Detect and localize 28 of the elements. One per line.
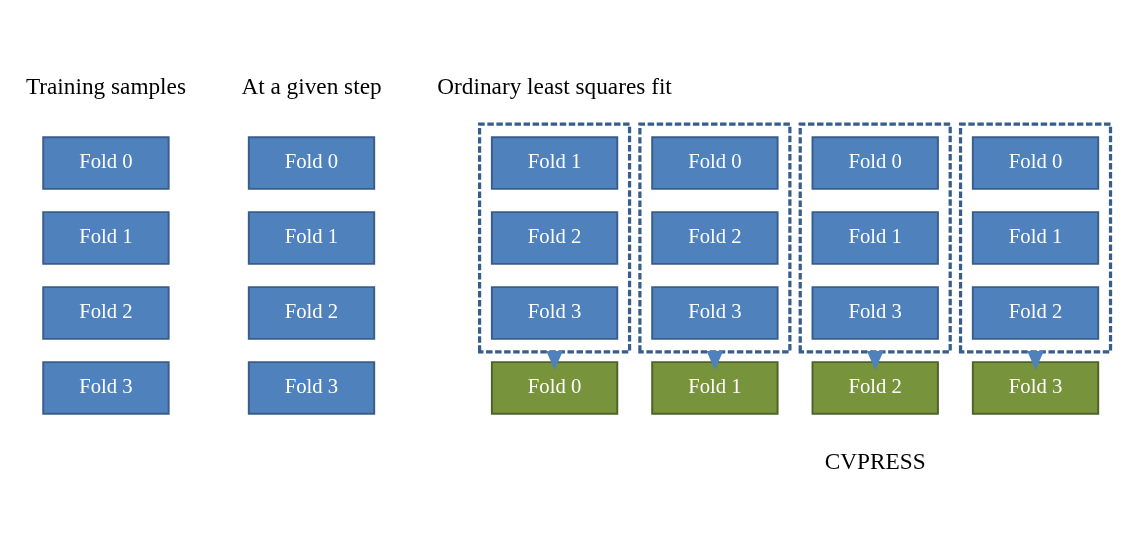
node-box: Fold 2 — [42, 285, 170, 340]
label: At a given step — [241, 72, 382, 99]
label: Training samples — [25, 72, 186, 99]
node-box: Fold 2 — [811, 360, 939, 415]
node-box: Fold 0 — [811, 135, 939, 190]
node-box: Fold 1 — [42, 210, 170, 265]
node-box: Fold 2 — [247, 285, 376, 340]
label: Ordinary least squares fit — [437, 72, 672, 99]
node-box: Fold 1 — [811, 210, 939, 265]
node-box: Fold 3 — [811, 285, 939, 340]
node-box: Fold 3 — [651, 285, 779, 340]
node-box: Fold 2 — [651, 210, 779, 265]
label: CVPRESS — [824, 447, 926, 474]
node-box: Fold 0 — [490, 360, 619, 415]
node-box: Fold 0 — [971, 135, 1100, 190]
node-box: Fold 0 — [651, 135, 779, 190]
node-box: Fold 1 — [651, 360, 779, 415]
node-box: Fold 3 — [971, 360, 1100, 415]
node-box: Fold 0 — [42, 135, 170, 190]
node-box: Fold 1 — [490, 135, 619, 190]
node-box: Fold 2 — [971, 285, 1100, 340]
node-box: Fold 1 — [247, 210, 376, 265]
node-box: Fold 3 — [247, 360, 376, 415]
node-box: Fold 2 — [490, 210, 619, 265]
node-box: Fold 3 — [490, 285, 619, 340]
node-box: Fold 0 — [247, 135, 376, 190]
node-box: Fold 3 — [42, 360, 170, 415]
node-box: Fold 1 — [971, 210, 1100, 265]
